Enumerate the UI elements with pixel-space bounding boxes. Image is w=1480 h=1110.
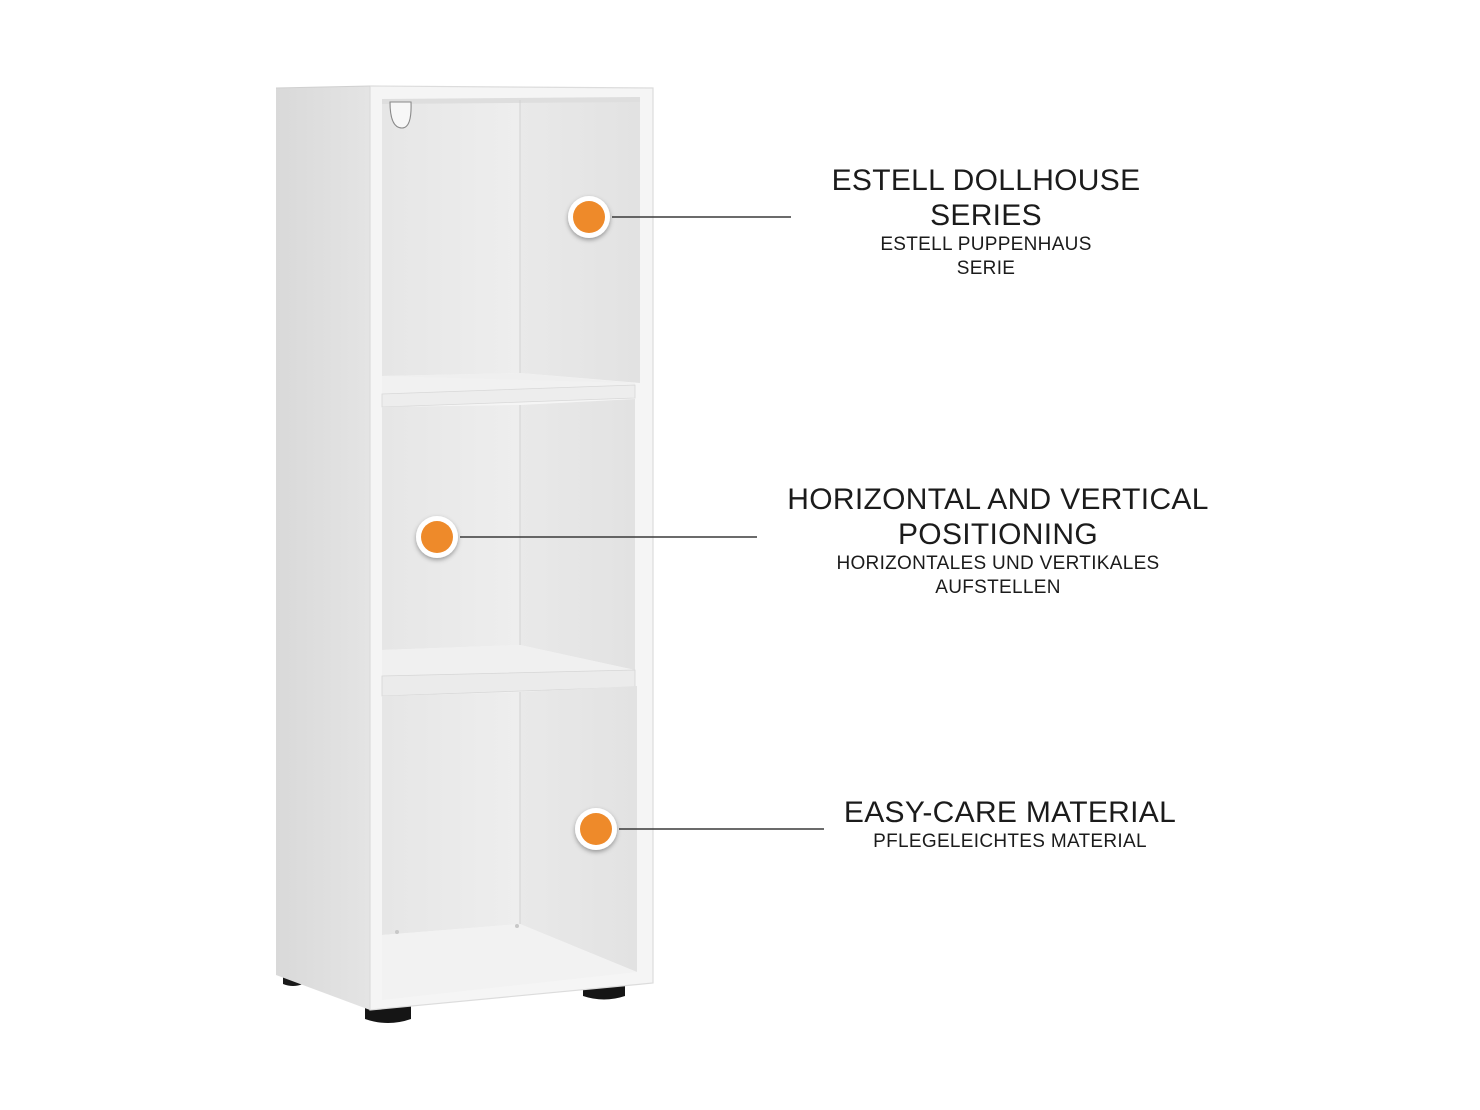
feature-title-en: ESTELL DOLLHOUSE [831,164,1141,197]
feature-title-de: ESTELL PUPPENHAUS [880,234,1092,255]
shelf-compartment-bottom [382,686,637,1000]
feature-label-material: EASY-CARE MATERIAL PFLEGELEICHTES MATERI… [820,795,1200,854]
shelf-unit [275,85,654,1023]
feature-label-series: ESTELL DOLLHOUSE SERIES ESTELL PUPPENHAU… [816,163,1156,281]
callout-dot-series [568,196,610,238]
feature-title-de: PFLEGELEICHTES MATERIAL [873,831,1147,852]
feature-title-en: EASY-CARE MATERIAL [843,796,1177,829]
feature-title-en: POSITIONING [898,518,1098,551]
callout-dot-positioning [416,516,458,558]
shelf-base-board [382,924,637,1000]
feature-title-de: AUFSTELLEN [935,577,1061,598]
feature-title-de: SERIE [956,258,1016,279]
feature-label-positioning: HORIZONTAL AND VERTICAL POSITIONING HORI… [768,482,1228,600]
feature-title-de: HORIZONTALES UND VERTIKALES [836,553,1160,574]
shelf-compartment-top [382,97,640,383]
feature-title-en: SERIES [930,199,1042,232]
shelf-board-lower [382,645,635,676]
shelf-side-panel [276,86,370,1010]
feature-title-en: HORIZONTAL AND VERTICAL [787,483,1209,516]
callout-dot-material [575,808,617,850]
